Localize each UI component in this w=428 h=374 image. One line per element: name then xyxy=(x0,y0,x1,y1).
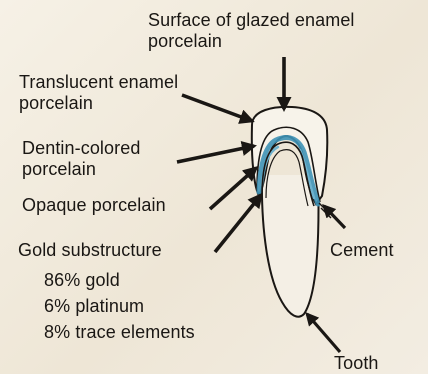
arrow-opaque xyxy=(210,168,256,209)
label-translucent-line2: porcelain xyxy=(19,93,178,114)
label-dentin-porcelain: Dentin-colored porcelain xyxy=(22,138,140,180)
gold-composition-list: 86% gold 6% platinum 8% trace elements xyxy=(44,267,195,345)
label-dentin-line1: Dentin-colored xyxy=(22,138,140,159)
gold-composition-item: 6% platinum xyxy=(44,293,195,319)
gold-composition-item: 86% gold xyxy=(44,267,195,293)
arrow-cement xyxy=(324,206,345,228)
label-translucent-enamel: Translucent enamel porcelain xyxy=(19,72,178,114)
label-dentin-line2: porcelain xyxy=(22,159,140,180)
label-surface-enamel: Surface of glazed enamel porcelain xyxy=(148,10,355,52)
label-surface-line2: porcelain xyxy=(148,31,355,52)
arrow-gold xyxy=(215,195,261,252)
label-translucent-line1: Translucent enamel xyxy=(19,72,178,93)
label-opaque-porcelain: Opaque porcelain xyxy=(22,195,166,216)
arrow-translucent xyxy=(182,95,252,121)
tooth-root xyxy=(262,175,319,317)
label-gold-substructure: Gold substructure xyxy=(18,240,162,261)
label-cement: Cement xyxy=(330,240,394,261)
label-surface-line1: Surface of glazed enamel xyxy=(148,10,355,31)
arrow-tooth xyxy=(307,314,340,352)
gold-composition-item: 8% trace elements xyxy=(44,319,195,345)
label-tooth: Tooth xyxy=(334,353,379,374)
arrow-dentin xyxy=(177,146,254,162)
